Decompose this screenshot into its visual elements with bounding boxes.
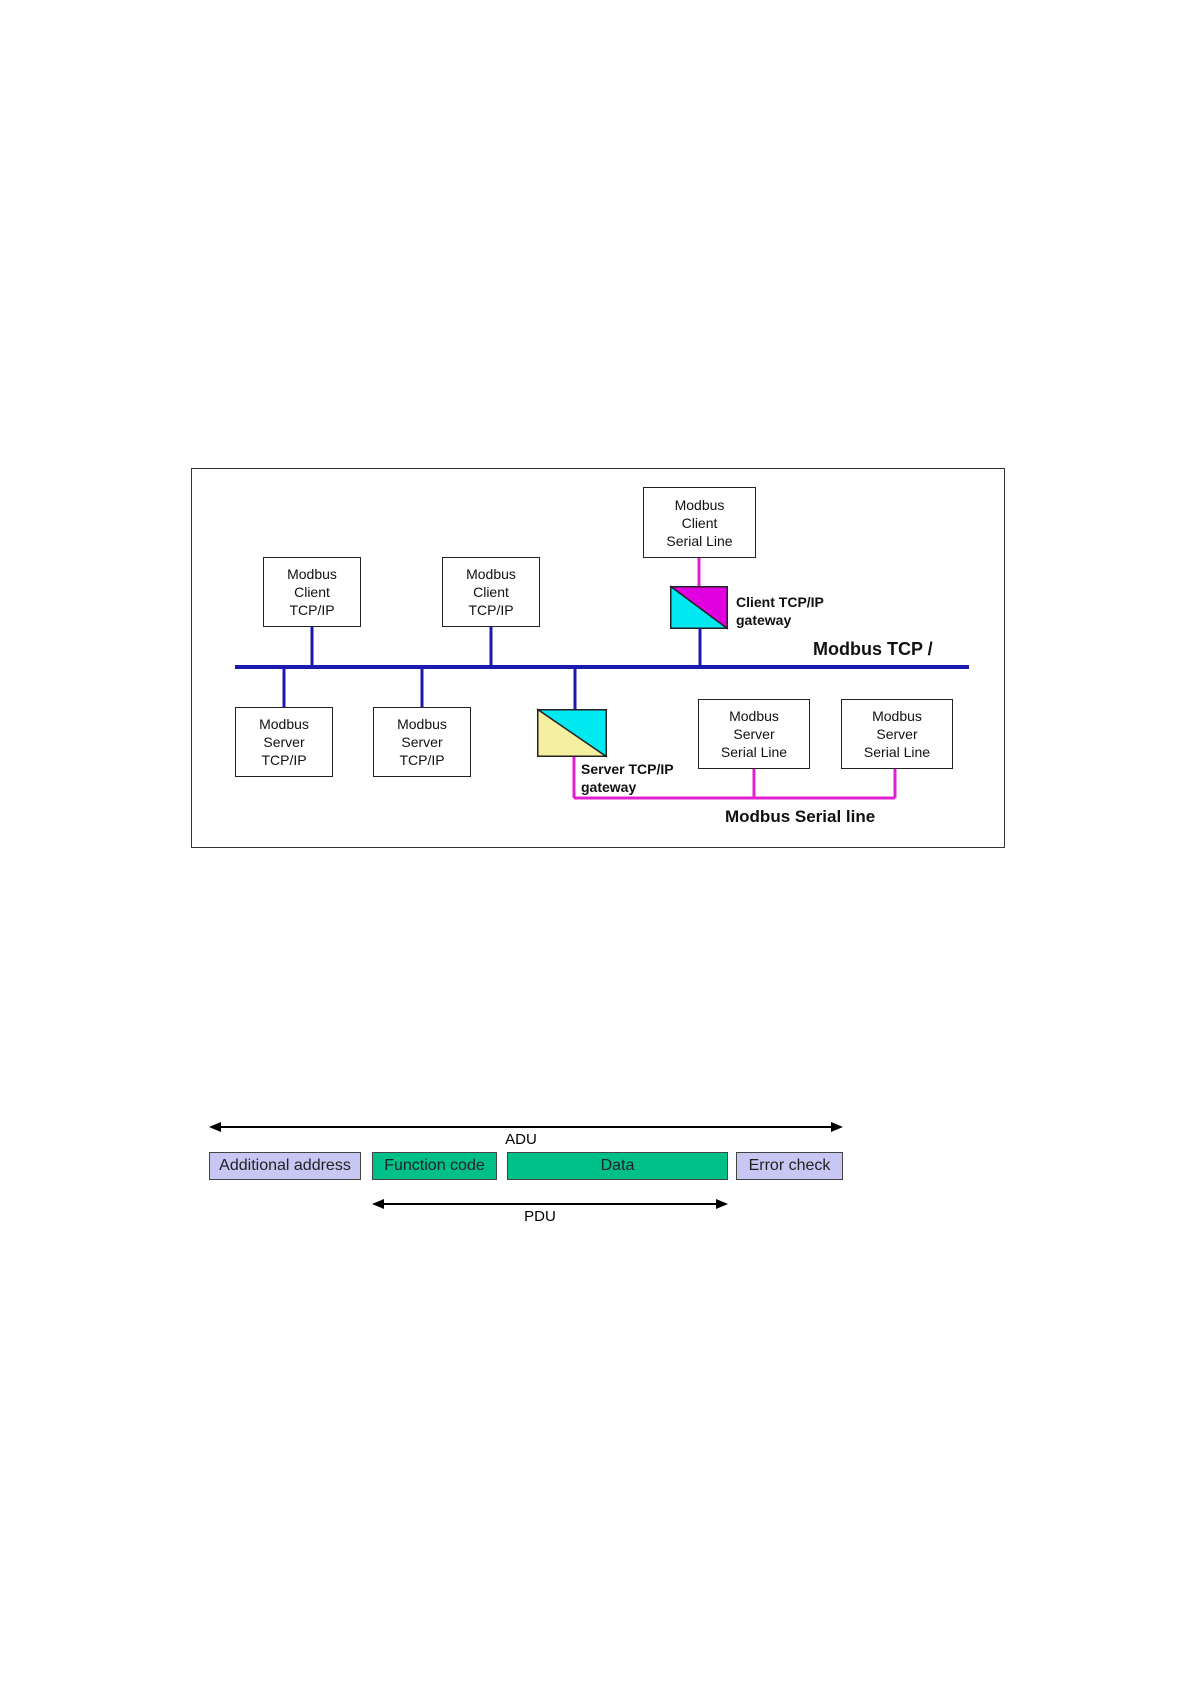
client-gateway-icon — [670, 586, 728, 629]
tcp-bus-label: Modbus TCP / — [813, 639, 933, 660]
client-tcp-node-1: Modbus Client TCP/IP — [263, 557, 361, 627]
server-gateway-label: Server TCP/IP gateway — [581, 760, 674, 796]
pdu-label: PDU — [515, 1208, 565, 1225]
server-tcp-node-2: Modbus Server TCP/IP — [373, 707, 471, 777]
additional-address-field: Additional address — [209, 1152, 361, 1180]
adu-label: ADU — [496, 1131, 546, 1148]
server-gateway-icon — [537, 709, 607, 757]
function-code-field: Function code — [372, 1152, 497, 1180]
server-tcp-node-1: Modbus Server TCP/IP — [235, 707, 333, 777]
server-serial-node-2: Modbus Server Serial Line — [841, 699, 953, 769]
client-tcp-node-2: Modbus Client TCP/IP — [442, 557, 540, 627]
error-check-field: Error check — [736, 1152, 843, 1180]
client-gateway-label: Client TCP/IP gateway — [736, 593, 824, 629]
server-serial-node-1: Modbus Server Serial Line — [698, 699, 810, 769]
client-serial-node: Modbus Client Serial Line — [643, 487, 756, 558]
network-diagram: Modbus Client TCP/IP Modbus Client TCP/I… — [191, 468, 1005, 848]
serial-bus-label: Modbus Serial line — [725, 808, 875, 826]
data-field: Data — [507, 1152, 728, 1180]
